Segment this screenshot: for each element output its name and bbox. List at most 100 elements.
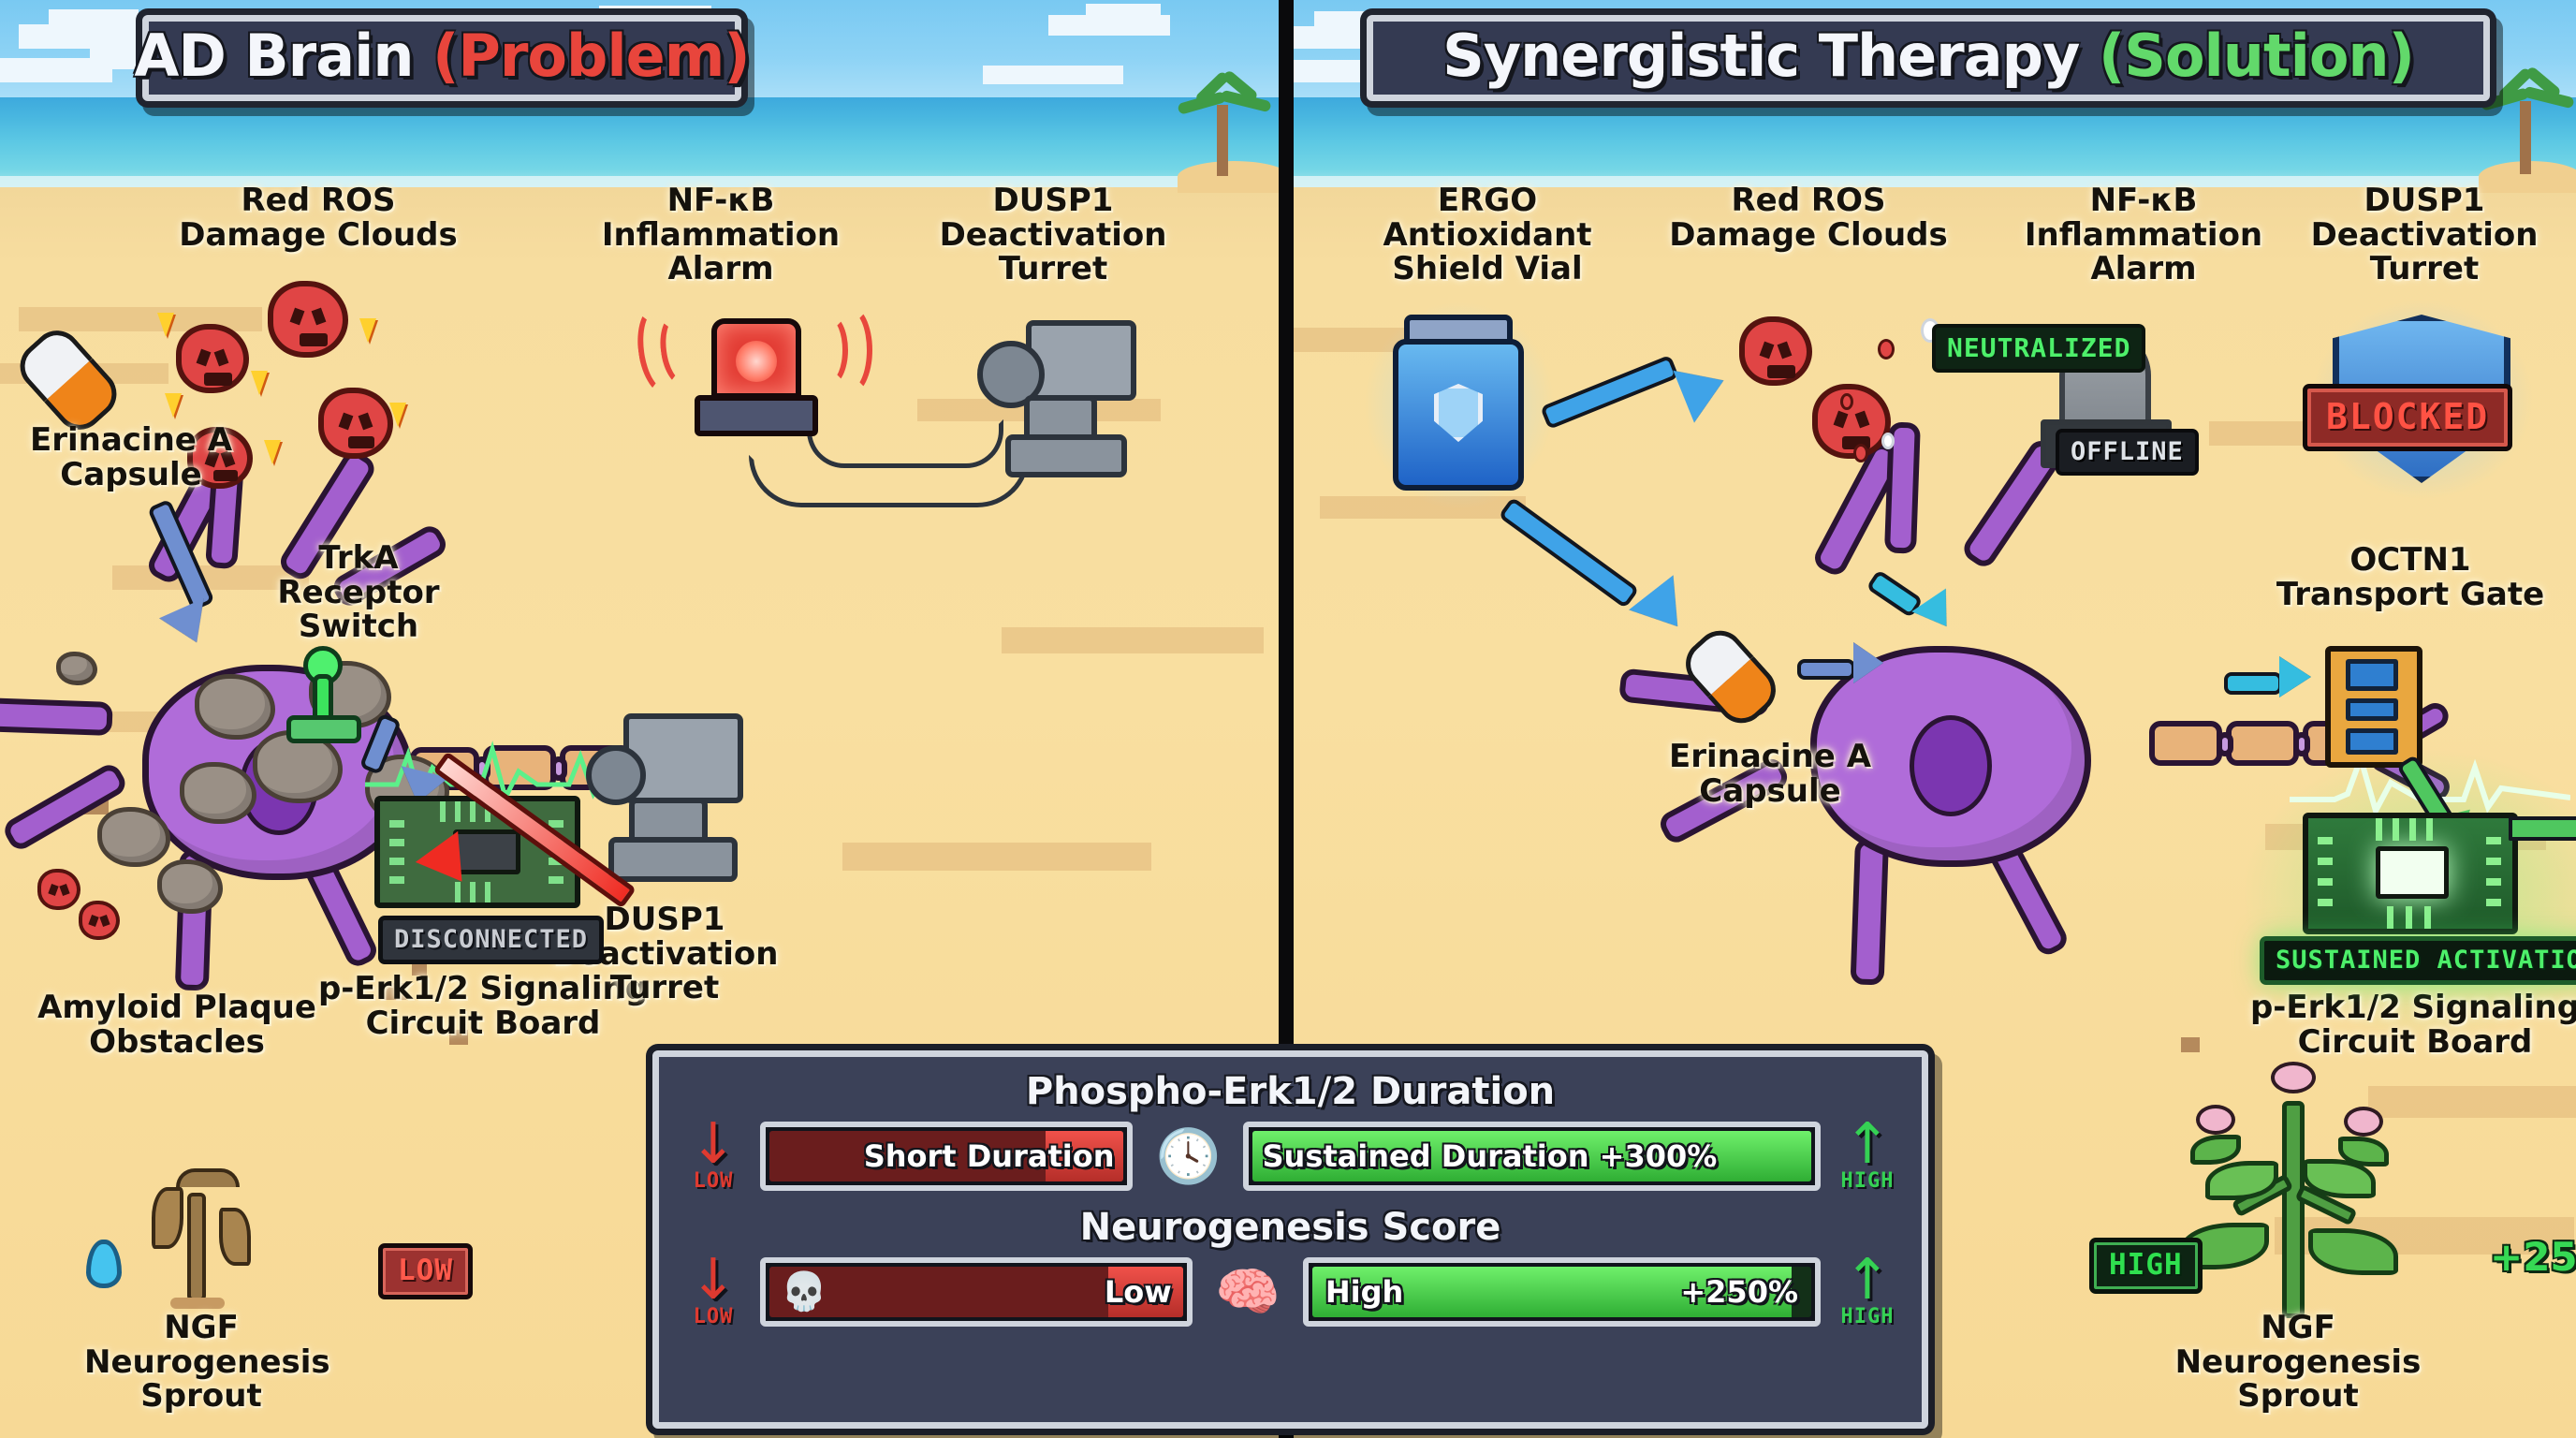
bar-neuro-problem[interactable]: 💀 Low xyxy=(760,1256,1193,1327)
badge-neutralized: NEUTRALIZED xyxy=(1932,324,2146,373)
ros-blob xyxy=(79,901,120,940)
comparison-panel: Phospho-Erk1/2 Duration ↓ LOW Short Dura… xyxy=(652,1050,1928,1429)
label-perk-right: p-Erk1/2 Signaling Circuit Board xyxy=(2249,989,2576,1061)
label-nfkb-right: NF-κB Inflammation Alarm xyxy=(2024,182,2263,288)
arrow-capsule-into-soma xyxy=(1797,638,1900,704)
arrow-board-to-plant xyxy=(2509,807,2576,1088)
label-ngf-right: NGF Neurogenesis Sprout xyxy=(2174,1309,2422,1416)
ngf-sprout-withered xyxy=(129,1150,270,1309)
alarm-wave-icon xyxy=(827,305,872,395)
ngf-delta-value: +250% xyxy=(2490,1234,2576,1280)
label-ergo: ERGO Antioxidant Shield Vial xyxy=(1383,182,1592,288)
label-octn1: OCTN1 Transport Gate xyxy=(2276,541,2545,613)
indicator-high-neuro: ↑ HIGH xyxy=(1834,1252,1901,1328)
indicator-high-perk: ↑ HIGH xyxy=(1834,1111,1901,1193)
amyloid-plaque xyxy=(56,652,97,685)
bar-value-neuro-solution: +250% xyxy=(1680,1273,1799,1310)
ros-blob xyxy=(187,427,253,489)
ocean-background xyxy=(1292,97,2576,189)
flower-icon xyxy=(2344,1107,2383,1137)
label-red-ros-right: Red ROS Damage Clouds xyxy=(1669,182,1948,254)
amyloid-plaque xyxy=(195,674,275,740)
perk-circuit-board-right xyxy=(2303,813,2518,944)
ngf-sprout-healthy xyxy=(2162,1056,2424,1337)
badge-ngf-low: LOW xyxy=(378,1243,473,1299)
label-ngf-left: NGF Neurogenesis Sprout xyxy=(84,1309,330,1416)
label-perk-left: p-Erk1/2 Signaling Circuit Board xyxy=(317,970,649,1042)
ros-mote xyxy=(1840,393,1853,410)
spark-icon xyxy=(389,403,406,427)
compare-row-perk: ↓ LOW Short Duration 🕓 Sustained Duratio… xyxy=(680,1111,1901,1193)
bar-label-perk-solution: Sustained Duration +300% xyxy=(1262,1137,1718,1174)
islet xyxy=(1178,161,1284,193)
dusp1-turret-top-icon xyxy=(973,309,1151,496)
left-title-plaque: AD Brain (Problem) xyxy=(134,15,751,101)
arrow-vial-to-neuron xyxy=(1498,494,1700,663)
brain-icon: 🧠 xyxy=(1214,1261,1281,1321)
label-erinacine-a-right: Erinacine A Capsule xyxy=(1668,738,1872,810)
ros-blob xyxy=(37,869,80,910)
label-dusp1-top: DUSP1 Deactivation Turret xyxy=(939,182,1167,288)
right-title: Synergistic Therapy (Solution) xyxy=(1442,21,2415,90)
amyloid-plaque xyxy=(180,762,256,824)
left-panel-ad-brain: AD Brain (Problem) Red ROS Damage Clouds… xyxy=(0,0,1284,1438)
indicator-caption-low: LOW xyxy=(693,1169,734,1193)
ros-blob xyxy=(176,324,249,393)
dusp1-turret-lower-icon xyxy=(580,708,758,895)
flower-icon xyxy=(2196,1105,2235,1135)
clock-icon: 🕓 xyxy=(1155,1125,1222,1185)
label-dusp1-top-right: DUSP1 Deactivation Turret xyxy=(2310,182,2539,288)
amyloid-plaque xyxy=(97,807,170,867)
arrow-down-icon: ↓ xyxy=(689,1247,738,1313)
bar-fill-neuro-problem xyxy=(1108,1266,1183,1317)
right-title-plaque: Synergistic Therapy (Solution) xyxy=(1367,15,2490,101)
bar-label-perk-problem: Short Duration xyxy=(863,1137,1115,1174)
indicator-low-perk: ↓ LOW xyxy=(680,1111,747,1193)
spark-icon xyxy=(157,313,174,337)
trka-receptor-switch-icon xyxy=(283,646,367,749)
ekg-waveform-right xyxy=(2290,749,2571,818)
bar-fill-neuro-solution xyxy=(1311,1266,1792,1317)
water-droplet-icon xyxy=(86,1240,122,1288)
bar-neuro-solution[interactable]: High +250% xyxy=(1302,1256,1822,1327)
ros-blob-neutralized xyxy=(1812,384,1891,459)
badge-offline: OFFLINE xyxy=(2056,429,2199,476)
label-trka: TrkA Receptor Switch xyxy=(277,539,440,646)
octn1-transport-gate-icon xyxy=(2325,646,2422,768)
ergo-vial-icon xyxy=(1393,315,1524,492)
badge-disconnected: DISCONNECTED xyxy=(378,916,605,964)
spark-icon xyxy=(165,393,182,418)
arrow-soma-to-gate xyxy=(2224,656,2336,713)
bar-perk-solution[interactable]: Sustained Duration +300% xyxy=(1243,1121,1822,1191)
spark-icon xyxy=(251,371,268,395)
label-amyloid: Amyloid Plaque Obstacles xyxy=(37,989,316,1061)
amyloid-plaque xyxy=(157,859,223,914)
ros-blob-neutralized xyxy=(1739,316,1812,386)
ros-mote-dissipating xyxy=(1881,433,1895,449)
bar-label-neuro-problem: Low xyxy=(1104,1273,1172,1310)
arrow-down-icon: ↓ xyxy=(689,1111,738,1177)
badge-sustained-activation: SUSTAINED ACTIVATION xyxy=(2260,936,2576,985)
label-erinacine-a: Erinacine A Capsule xyxy=(29,421,233,493)
palm-tree-icon xyxy=(2467,65,2576,176)
bar-label-neuro-solution: High xyxy=(1325,1273,1404,1310)
compare-row-neurogenesis: ↓ LOW 💀 Low 🧠 High +250% ↑ xyxy=(680,1247,1901,1328)
ros-mote xyxy=(1853,444,1868,462)
badge-ngf-high: HIGH xyxy=(2089,1238,2203,1294)
indicator-caption-high: HIGH xyxy=(1840,1169,1895,1193)
bar-perk-problem[interactable]: Short Duration xyxy=(760,1121,1134,1191)
nfkb-alarm-icon xyxy=(695,318,818,436)
arrow-vial-to-ros xyxy=(1540,354,1750,485)
label-nfkb: NF-κB Inflammation Alarm xyxy=(601,182,841,288)
arrow-into-dendrite xyxy=(1866,562,1975,646)
left-title: AD Brain (Problem) xyxy=(134,21,750,90)
badge-blocked: BLOCKED xyxy=(2303,384,2513,451)
arrow-up-icon: ↑ xyxy=(1843,1111,1892,1177)
indicator-caption-low: LOW xyxy=(693,1305,734,1328)
bar-fill-perk-solution xyxy=(1252,1130,1812,1181)
compare-row-title-neurogenesis: Neurogenesis Score xyxy=(1079,1206,1501,1249)
spark-icon xyxy=(359,318,376,343)
spark-icon xyxy=(264,440,281,464)
ros-blob xyxy=(318,388,393,459)
